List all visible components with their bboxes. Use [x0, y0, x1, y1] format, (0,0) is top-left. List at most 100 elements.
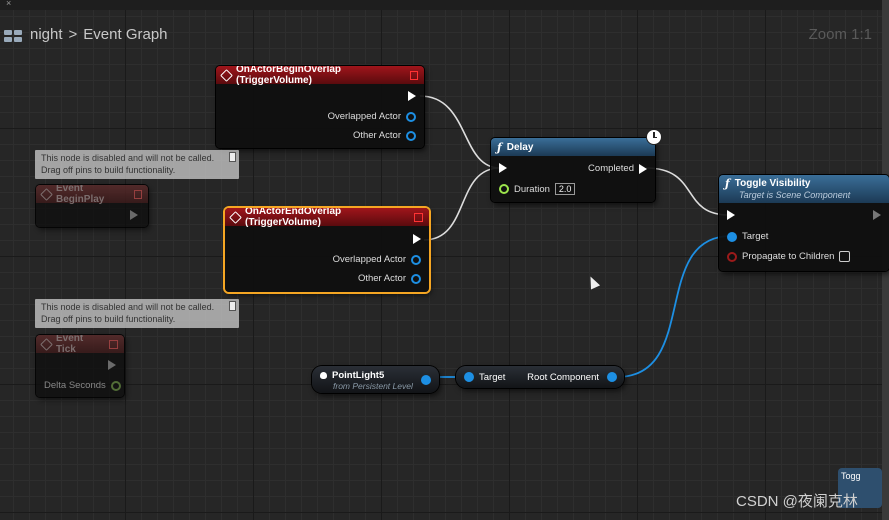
- exec-pin-icon[interactable]: [130, 210, 138, 220]
- breadcrumb-parent[interactable]: night: [30, 26, 63, 43]
- event-icon: [40, 187, 53, 201]
- breadcrumb-separator: >: [68, 26, 78, 43]
- watermark: CSDN @夜阑克林: [736, 493, 858, 510]
- node-title: Togg: [841, 471, 861, 481]
- breadcrumb-current[interactable]: Event Graph: [83, 26, 168, 43]
- node-point-light-reference[interactable]: PointLight5 from Persistent Level: [312, 366, 439, 393]
- pin-label: Propagate to Children: [742, 251, 835, 262]
- delegate-pin-icon[interactable]: [109, 339, 118, 349]
- exec-out-pin[interactable]: [408, 91, 416, 101]
- node-subtitle: Target is Scene Component: [739, 190, 851, 200]
- pin-label: Target: [479, 372, 506, 383]
- object-pin-icon[interactable]: [607, 372, 617, 382]
- float-pin-icon[interactable]: [499, 184, 509, 194]
- node-title: Toggle Visibility: [734, 178, 811, 189]
- comment-line: Drag off pins to build functionality.: [41, 313, 176, 324]
- pin-label: Target: [742, 231, 769, 242]
- exec-pin-icon[interactable]: [639, 163, 647, 174]
- event-icon: [40, 337, 53, 351]
- node-toggle-visibility[interactable]: ƒ Toggle Visibility Target is Scene Comp…: [719, 175, 889, 271]
- event-graph-canvas[interactable]: night > Event Graph Zoom 1:1 OnActorBegi…: [0, 10, 889, 520]
- blueprint-graph-icon: [4, 28, 24, 42]
- comment-line: Drag off pins to build functionality.: [41, 164, 176, 175]
- pin-propagate-to-children[interactable]: Propagate to Children: [727, 251, 851, 262]
- object-pin-icon[interactable]: [411, 254, 421, 265]
- node-title: OnActorEndOverlap (TriggerVolume): [245, 208, 342, 228]
- object-pin-icon[interactable]: [406, 111, 416, 122]
- node-header: ƒ Toggle Visibility Target is Scene Comp…: [719, 175, 889, 203]
- node-header: ƒ Delay: [491, 138, 655, 156]
- pin-completed[interactable]: Completed: [588, 163, 647, 174]
- exec-pin-icon[interactable]: [873, 210, 881, 220]
- pin-overlapped-actor[interactable]: Overlapped Actor: [328, 111, 416, 122]
- header-title-row: ƒ Toggle Visibility: [725, 177, 811, 190]
- disabled-node-comment: This node is disabled and will not be ca…: [35, 150, 239, 180]
- node-on-actor-begin-overlap[interactable]: OnActorBeginOverlap (TriggerVolume) Over…: [216, 66, 424, 148]
- node-title: Event Tick: [56, 335, 84, 355]
- pin-duration[interactable]: Duration 2.0: [499, 183, 576, 195]
- object-pin-icon[interactable]: [464, 372, 474, 382]
- tab-close-icon[interactable]: ×: [6, 0, 12, 8]
- comment-line: This node is disabled and will not be ca…: [41, 302, 215, 312]
- object-wire-root-to-toggle: [616, 235, 732, 378]
- exec-pin-icon[interactable]: [413, 234, 421, 244]
- pin-other-actor[interactable]: Other Actor: [358, 273, 421, 284]
- exec-out-pin[interactable]: [108, 360, 116, 370]
- pin-target[interactable]: Target: [727, 231, 768, 242]
- var-title-row: PointLight5: [320, 370, 384, 381]
- pin-label: Completed: [588, 163, 634, 174]
- propagate-checkbox[interactable]: [839, 251, 851, 262]
- node-partial-offscreen[interactable]: Togg: [838, 468, 882, 508]
- exec-pin-icon[interactable]: [499, 163, 507, 173]
- lightbulb-icon: [320, 372, 327, 379]
- node-delay[interactable]: ƒ Delay Completed Duration 2.0: [491, 138, 655, 202]
- duration-input[interactable]: 2.0: [554, 183, 576, 195]
- delegate-pin-icon[interactable]: [414, 212, 423, 222]
- exec-in-pin[interactable]: [727, 210, 735, 220]
- pin-overlapped-actor[interactable]: Overlapped Actor: [333, 254, 421, 265]
- node-title: PointLight5: [332, 370, 385, 381]
- comment-line: This node is disabled and will not be ca…: [41, 153, 215, 163]
- exec-out-pin[interactable]: [413, 234, 421, 244]
- delegate-pin-icon[interactable]: [409, 70, 418, 80]
- pin-label: Other Actor: [352, 130, 401, 141]
- latent-clock-icon: [646, 129, 662, 145]
- node-get-root-component[interactable]: Target Root Component: [456, 366, 624, 388]
- pin-label: Duration: [514, 183, 550, 195]
- function-icon: ƒ: [497, 140, 502, 154]
- exec-pin-icon[interactable]: [727, 210, 735, 220]
- node-header: Event Tick: [36, 335, 124, 355]
- exec-out-pin[interactable]: [873, 210, 881, 220]
- float-pin-icon[interactable]: [110, 380, 121, 391]
- delegate-pin-icon[interactable]: [133, 189, 142, 199]
- exec-pin-icon[interactable]: [408, 91, 416, 101]
- node-subtitle: from Persistent Level: [333, 381, 413, 391]
- exec-wire-begin-to-delay: [419, 95, 501, 169]
- exec-wire-delay-to-toggle: [645, 167, 730, 216]
- exec-pin-icon[interactable]: [108, 360, 116, 370]
- pin-other-actor[interactable]: Other Actor: [353, 130, 416, 141]
- node-on-actor-end-overlap[interactable]: OnActorEndOverlap (TriggerVolume) Overla…: [225, 208, 429, 292]
- object-pin-icon[interactable]: [411, 273, 421, 284]
- exec-wire-end-to-delay: [423, 167, 501, 241]
- node-header: OnActorBeginOverlap (TriggerVolume): [216, 66, 424, 86]
- pin-label: Delta Seconds: [44, 380, 106, 391]
- breadcrumb: night > Event Graph: [4, 26, 168, 43]
- zoom-level: Zoom 1:1: [808, 26, 872, 43]
- object-pin-icon[interactable]: [421, 375, 431, 385]
- event-icon: [220, 68, 233, 82]
- mouse-cursor: [585, 274, 601, 290]
- pin-label: Overlapped Actor: [327, 111, 401, 122]
- pin-delta-seconds[interactable]: Delta Seconds: [44, 380, 121, 391]
- bool-pin-icon[interactable]: [727, 251, 737, 262]
- object-pin-icon[interactable]: [406, 130, 416, 141]
- exec-out-pin[interactable]: [130, 210, 138, 220]
- node-event-begin-play[interactable]: Event BeginPlay: [36, 185, 148, 227]
- comment-bubble-icon[interactable]: [229, 301, 236, 311]
- exec-in-pin[interactable]: [499, 163, 507, 173]
- node-title: OnActorBeginOverlap (TriggerVolume): [236, 66, 342, 86]
- object-pin-icon[interactable]: [727, 231, 737, 242]
- comment-bubble-icon[interactable]: [229, 152, 236, 162]
- node-event-tick[interactable]: Event Tick Delta Seconds: [36, 335, 124, 397]
- pin-label: Overlapped Actor: [332, 254, 406, 265]
